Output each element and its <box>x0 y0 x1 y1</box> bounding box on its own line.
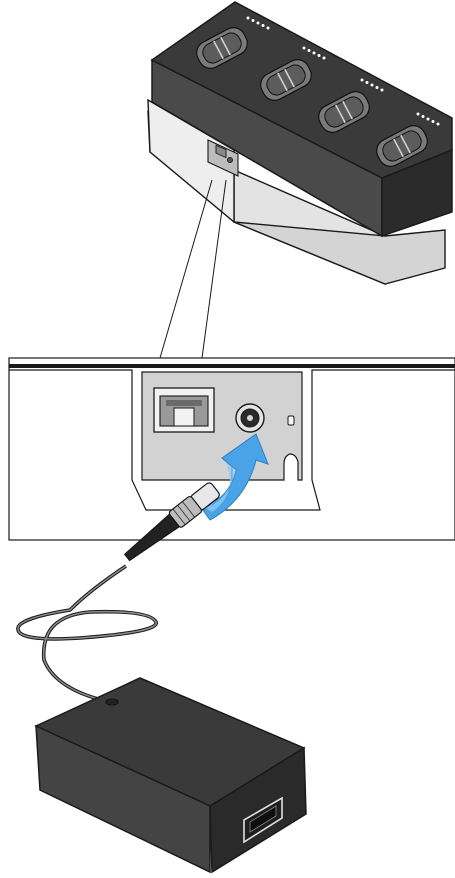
small-indicator-icon <box>288 416 294 425</box>
charger-base-front-lower <box>234 222 445 284</box>
power-adapter <box>36 678 306 872</box>
power-socket-icon <box>236 404 264 432</box>
power-socket-small <box>227 157 232 162</box>
network-port-icon <box>154 388 214 432</box>
adapter-cable-exit <box>106 699 118 705</box>
detail-zoom-panel <box>9 358 455 540</box>
detail-top-edge <box>9 364 455 368</box>
